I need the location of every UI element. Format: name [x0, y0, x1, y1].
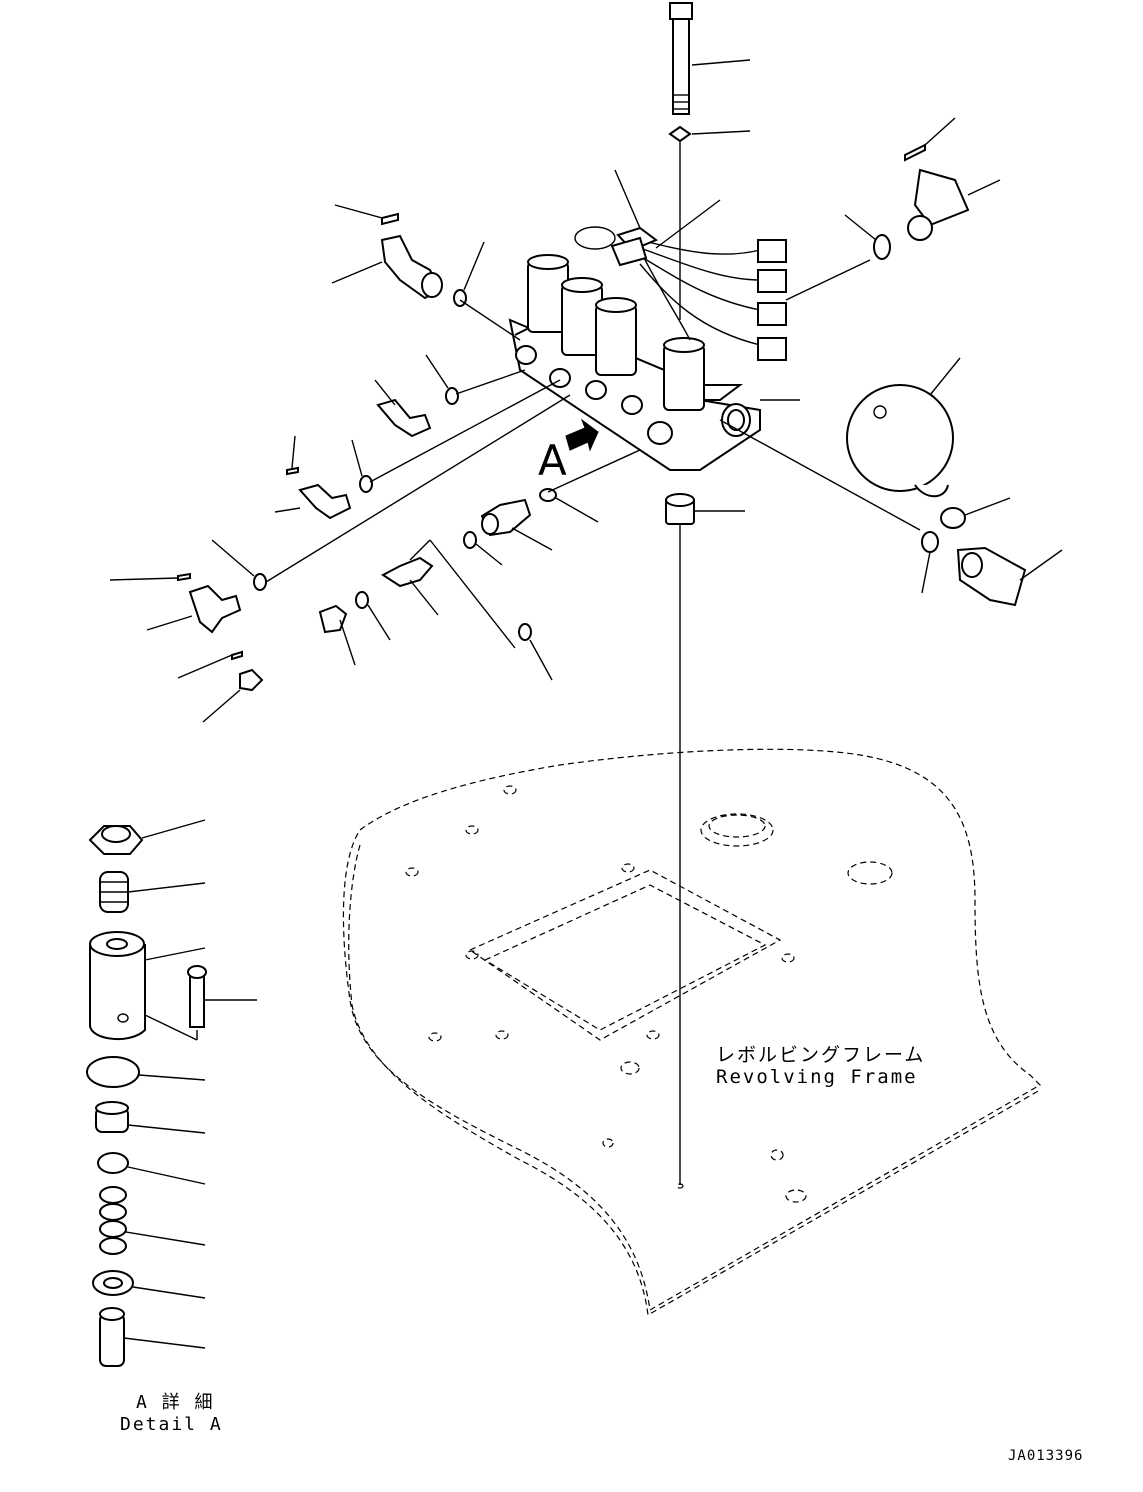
detail-a-label-en: Detail A: [120, 1414, 223, 1435]
mid-left-fittings: [265, 354, 571, 583]
wire-harness: [574, 169, 871, 361]
solenoid-valve-assembly: [508, 254, 800, 471]
revolving-frame-label-jp: レボルビングフレーム: [716, 1044, 926, 1066]
drawing-id: JA013396: [1008, 1448, 1084, 1464]
center-fittings: [463, 418, 641, 681]
right-lower-fitting: [921, 497, 1063, 607]
detail-a-label-jp: A 詳 細: [136, 1392, 215, 1413]
revolving-frame-label-en: Revolving Frame: [716, 1066, 918, 1088]
lower-left-fittings: [109, 539, 516, 723]
accumulator: [719, 357, 961, 531]
top-right-fitting: [844, 117, 1001, 260]
spacer: [665, 493, 745, 525]
mounting-bolt: [669, 2, 751, 115]
washer: [668, 125, 751, 143]
view-marker-a: A: [538, 436, 567, 485]
upper-left-elbow-fitting: [331, 204, 521, 341]
detail-a-parts: [86, 819, 257, 1367]
revolving-frame-outline: [342, 748, 1041, 1316]
